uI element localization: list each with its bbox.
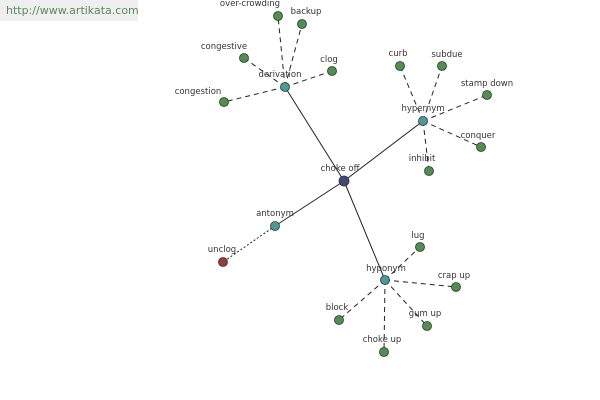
edge-derivation-over-crowding — [277, 15, 286, 88]
center-node[interactable] — [338, 175, 350, 187]
leaf-node-choke-up[interactable] — [379, 347, 389, 357]
leaf-node-over-crowding[interactable] — [273, 11, 283, 21]
leaf-label-curb[interactable]: curb — [389, 49, 408, 59]
leaf-node-subdue[interactable] — [437, 61, 447, 71]
edge-derivation-backup — [284, 23, 303, 88]
leaf-node-clog[interactable] — [327, 66, 337, 76]
leaf-label-inhibit[interactable]: inhibit — [409, 154, 436, 164]
leaf-node-stamp-down[interactable] — [482, 90, 492, 100]
leaf-node-conquer[interactable] — [476, 142, 486, 152]
leaf-node-congestive[interactable] — [239, 53, 249, 63]
leaf-node-block[interactable] — [334, 315, 344, 325]
relation-node-derivation[interactable] — [280, 82, 290, 92]
leaf-node-congestion[interactable] — [219, 97, 229, 107]
nodes-layer — [218, 11, 492, 357]
edge-center-derivation — [284, 86, 345, 182]
edge-antonym-unclog — [222, 225, 276, 263]
leaf-label-subdue[interactable]: subdue — [431, 50, 462, 60]
relation-label-hyponym[interactable]: hyponym — [366, 264, 406, 274]
edge-center-antonym — [274, 180, 345, 227]
edge-hyponym-choke-up — [383, 279, 386, 353]
leaf-node-gum-up[interactable] — [422, 321, 432, 331]
leaf-label-over-crowding[interactable]: over-crowding — [220, 0, 280, 9]
leaf-node-unclog[interactable] — [218, 257, 228, 267]
watermark-link[interactable]: http://www.artikata.com — [0, 0, 139, 21]
leaf-label-congestive[interactable]: congestive — [201, 42, 247, 52]
edge-center-hyponym — [343, 180, 386, 281]
leaf-label-crap-up[interactable]: crap up — [438, 271, 470, 281]
relation-node-antonym[interactable] — [270, 221, 280, 231]
leaf-label-conquer[interactable]: conquer — [461, 131, 496, 141]
leaf-label-unclog[interactable]: unclog — [208, 245, 236, 255]
leaf-label-congestion[interactable]: congestion — [175, 87, 222, 97]
relation-label-antonym[interactable]: antonym — [256, 209, 294, 219]
edge-hyponym-crap-up — [384, 279, 457, 288]
leaf-node-backup[interactable] — [297, 19, 307, 29]
edge-hypernym-conquer — [422, 120, 482, 148]
leaf-label-gum-up[interactable]: gum up — [409, 309, 442, 319]
leaf-label-stamp-down[interactable]: stamp down — [461, 79, 513, 89]
edge-derivation-congestion — [223, 86, 286, 103]
leaf-label-block[interactable]: block — [326, 303, 349, 313]
center-label[interactable]: choke off — [321, 164, 361, 174]
edge-hypernym-stamp-down — [422, 94, 488, 122]
leaf-label-backup[interactable]: backup — [291, 7, 322, 17]
edge-hypernym-curb — [399, 65, 424, 122]
edge-hyponym-lug — [384, 246, 421, 281]
edge-hyponym-block — [338, 279, 386, 321]
edge-hypernym-subdue — [422, 65, 443, 122]
leaf-node-curb[interactable] — [395, 61, 405, 71]
edge-center-hypernym — [343, 120, 424, 182]
leaf-node-inhibit[interactable] — [424, 166, 434, 176]
leaf-label-lug[interactable]: lug — [411, 231, 424, 241]
leaf-node-crap-up[interactable] — [451, 282, 461, 292]
leaf-label-choke-up[interactable]: choke up — [363, 335, 402, 345]
relation-node-hyponym[interactable] — [380, 275, 390, 285]
relation-node-hypernym[interactable] — [418, 116, 428, 126]
edge-hyponym-gum-up — [384, 279, 428, 327]
relation-label-hypernym[interactable]: hypernym — [401, 104, 444, 114]
edges-layer — [222, 15, 488, 353]
labels-layer: choke off derivation over-crowding backup co… — [175, 0, 513, 345]
leaf-label-clog[interactable]: clog — [320, 55, 338, 65]
relation-label-derivation[interactable]: derivation — [258, 70, 301, 80]
leaf-node-lug[interactable] — [415, 242, 425, 252]
